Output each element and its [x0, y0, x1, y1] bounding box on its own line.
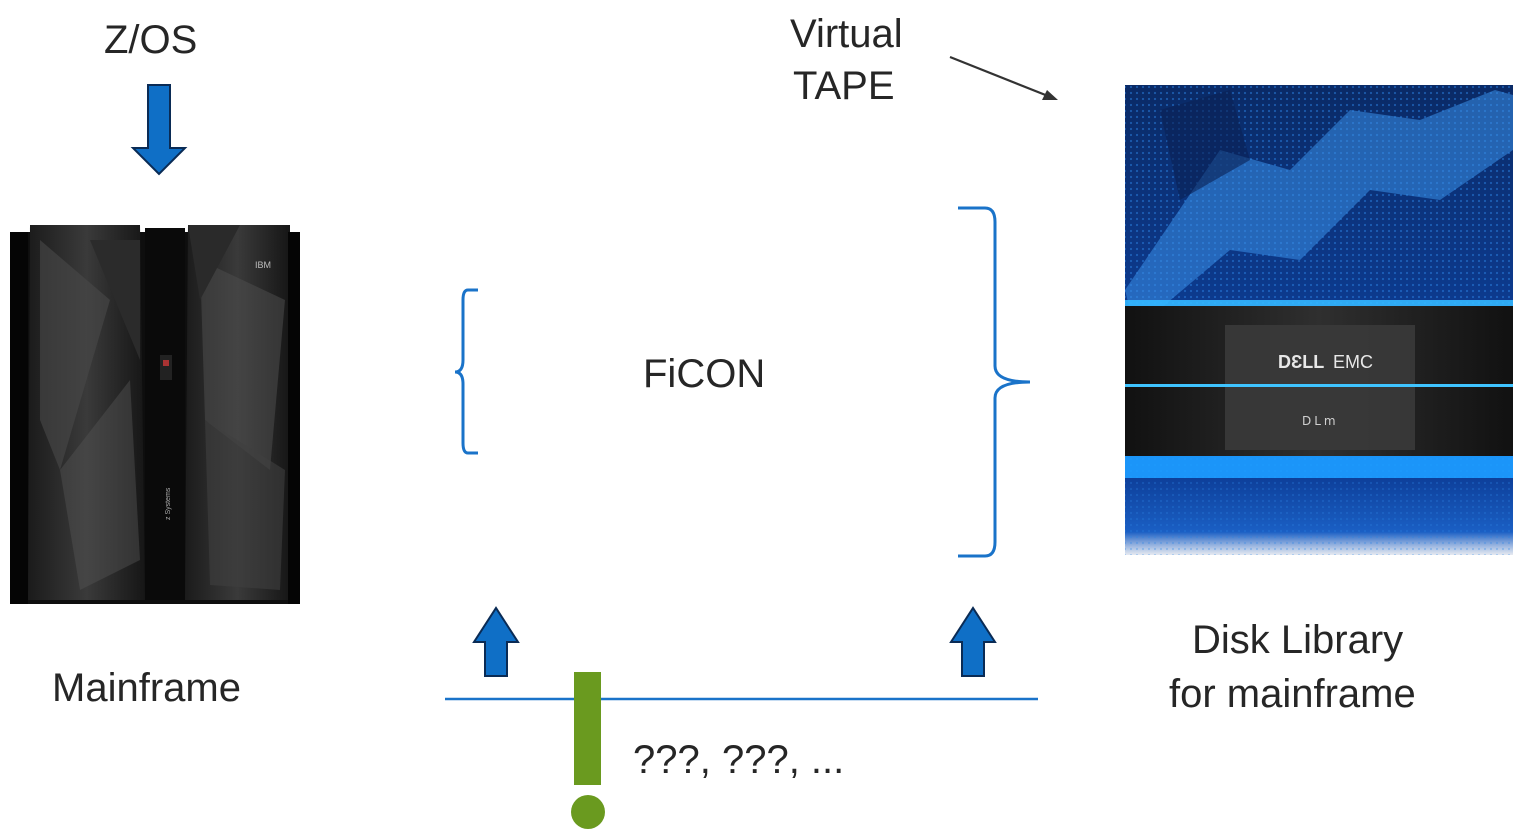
exclamation-icon: [571, 672, 605, 829]
disk-library-label-line1: Disk Library: [1192, 618, 1404, 662]
brand-dell: DƐLL: [1278, 352, 1324, 372]
down-arrow-icon: [130, 84, 188, 176]
ibm-logo: IBM: [255, 260, 271, 270]
os-label: Z/OS: [104, 18, 198, 62]
unknown-label: ???, ???, ...: [633, 738, 845, 782]
up-arrow-icon-left: [472, 606, 520, 677]
brand-emc: EMC: [1333, 352, 1373, 372]
disk-library-label-line2: for mainframe: [1169, 672, 1416, 716]
model-label: DLm: [1302, 414, 1339, 428]
up-arrow-icon-right: [949, 606, 997, 677]
mainframe-label: Mainframe: [52, 666, 241, 710]
z-systems-label: z Systems: [165, 487, 172, 520]
virtual-tape-label-line2: TAPE: [793, 64, 895, 108]
virtual-tape-label-line1: Virtual: [790, 12, 903, 56]
disk-library-image: DƐLL EMC DLm: [1125, 85, 1513, 555]
right-bracket: [958, 206, 1031, 558]
pointer-arrow-icon: [949, 55, 1058, 100]
left-bracket: [454, 288, 478, 455]
protocol-label: FiCON: [643, 352, 766, 396]
mainframe-image: IBM z Systems: [10, 225, 300, 604]
